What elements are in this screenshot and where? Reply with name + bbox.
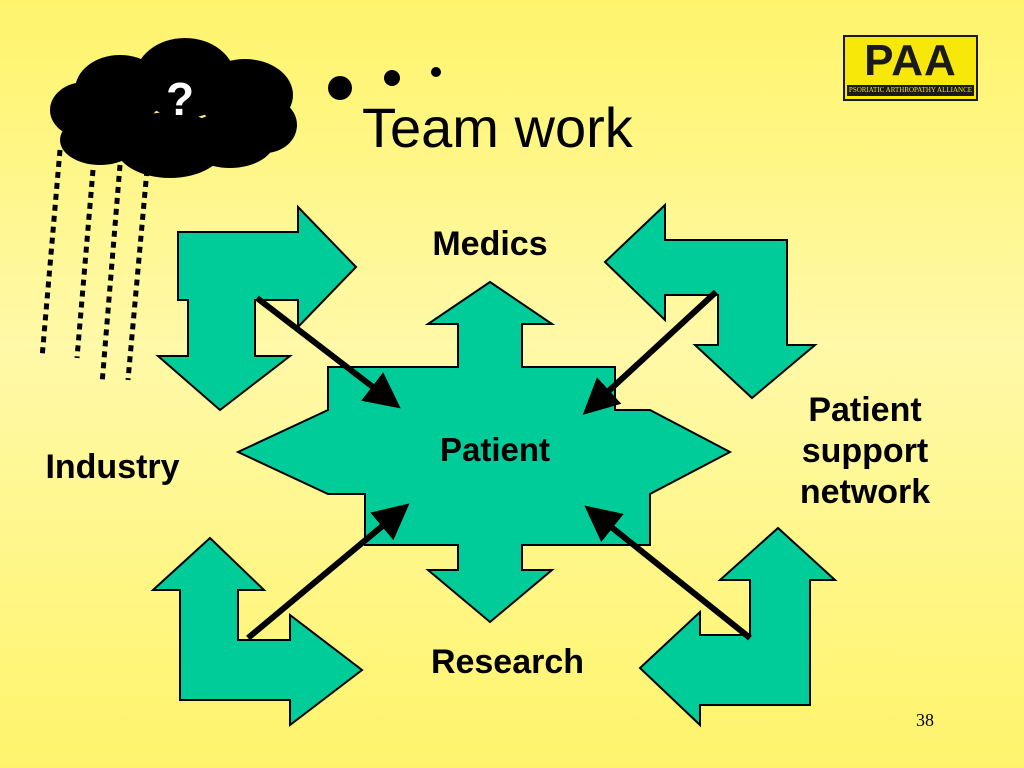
arrow-icon: [155, 204, 358, 412]
arrow-icon: [638, 526, 838, 728]
support-line-2: support: [801, 431, 929, 470]
support-line-1: Patient: [808, 391, 922, 429]
label-patient-support-network: Patient support network: [785, 390, 945, 512]
logo-letters: PAA: [864, 36, 957, 85]
support-line-3: network: [799, 472, 931, 511]
label-medics: Medics: [432, 225, 548, 263]
label-research: Research: [430, 643, 585, 681]
arrow-icon: [603, 202, 818, 400]
arrow-icon: [150, 536, 364, 728]
question-mark: ?: [165, 73, 195, 125]
page-title: Team work: [362, 96, 633, 159]
label-industry: Industry: [45, 448, 180, 486]
slide-number: 38: [916, 710, 934, 730]
cloud-icon: [50, 38, 297, 178]
logo-subtitle: PSORIATIC ARTHROPATHY ALLIANCE: [847, 85, 974, 96]
rain-icon: [39, 149, 150, 385]
pointer-arrows: [246, 289, 752, 641]
label-patient: Patient: [439, 431, 551, 468]
thought-dots-icon: [328, 67, 441, 100]
paa-logo: PAA PSORIATIC ARTHROPATHY ALLIANCE: [843, 35, 978, 101]
